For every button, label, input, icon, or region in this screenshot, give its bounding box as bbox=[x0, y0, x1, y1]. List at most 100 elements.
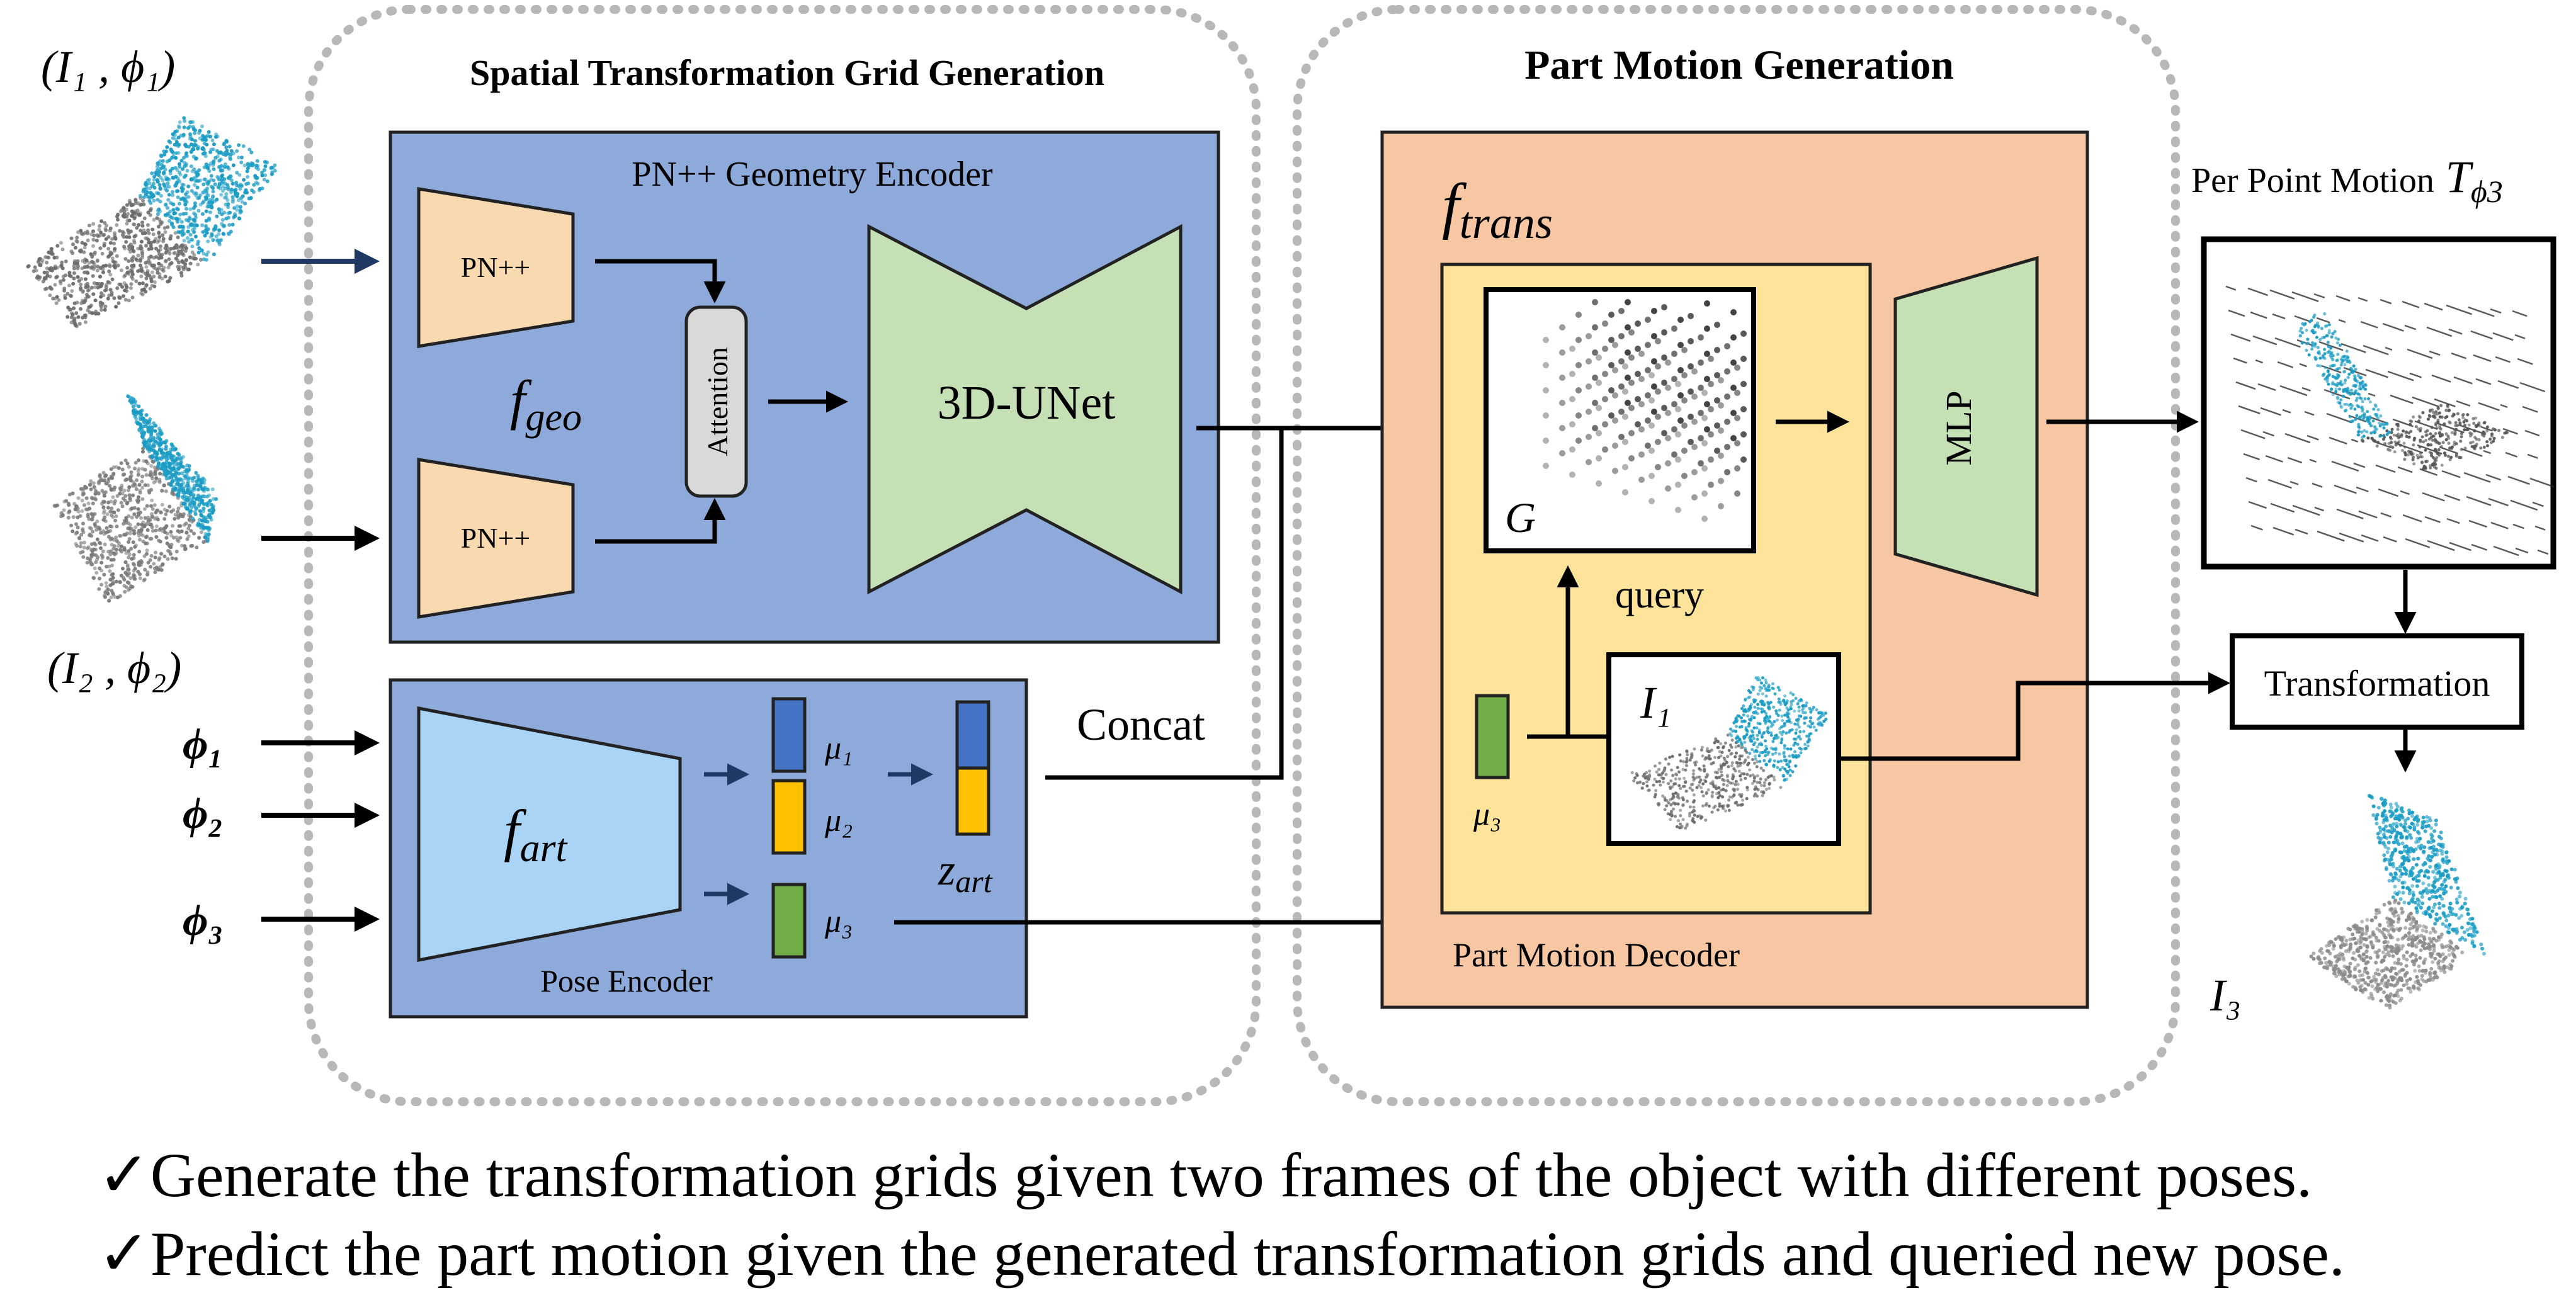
point bbox=[1743, 740, 1747, 744]
point bbox=[213, 227, 217, 231]
point bbox=[85, 293, 89, 297]
point bbox=[137, 458, 141, 463]
point bbox=[75, 300, 79, 305]
point bbox=[1776, 718, 1779, 722]
point bbox=[2319, 947, 2324, 951]
decoder-mu3-vector bbox=[1475, 694, 1510, 779]
point bbox=[1763, 749, 1767, 752]
point bbox=[125, 235, 129, 239]
point bbox=[186, 477, 191, 482]
point bbox=[1660, 776, 1664, 779]
point bbox=[89, 487, 93, 492]
point bbox=[1658, 761, 1662, 765]
point bbox=[1755, 787, 1759, 791]
grid-point bbox=[1677, 392, 1684, 399]
point bbox=[200, 518, 204, 523]
point bbox=[260, 173, 264, 178]
point bbox=[214, 497, 218, 501]
point bbox=[1760, 733, 1764, 737]
point bbox=[109, 475, 113, 478]
point bbox=[164, 489, 168, 494]
point bbox=[2465, 419, 2469, 422]
point bbox=[122, 274, 127, 279]
point bbox=[2409, 922, 2413, 927]
point bbox=[140, 434, 144, 439]
point bbox=[270, 172, 274, 176]
point bbox=[194, 143, 198, 147]
point bbox=[2444, 432, 2448, 436]
point bbox=[192, 475, 196, 480]
point bbox=[192, 191, 196, 195]
point bbox=[131, 484, 135, 488]
point bbox=[172, 246, 176, 251]
point bbox=[2351, 371, 2354, 374]
point bbox=[214, 234, 218, 239]
point bbox=[2435, 456, 2439, 460]
point bbox=[2312, 951, 2316, 956]
point bbox=[2322, 336, 2326, 339]
point bbox=[2432, 410, 2436, 414]
grid-point bbox=[1625, 349, 1631, 356]
point bbox=[200, 223, 205, 227]
point bbox=[2362, 937, 2366, 941]
point bbox=[153, 280, 157, 284]
point bbox=[107, 269, 111, 273]
point bbox=[103, 591, 108, 594]
point bbox=[166, 198, 171, 202]
point bbox=[142, 202, 146, 206]
point bbox=[2354, 941, 2358, 946]
point bbox=[2463, 424, 2466, 427]
grid-point bbox=[1708, 482, 1714, 488]
point bbox=[186, 229, 190, 234]
point bbox=[146, 223, 150, 227]
grid-point bbox=[1608, 337, 1614, 343]
grid-point bbox=[1635, 320, 1641, 327]
point bbox=[2497, 429, 2501, 433]
point bbox=[200, 523, 205, 527]
point bbox=[2373, 987, 2377, 992]
point bbox=[178, 536, 183, 540]
point bbox=[42, 270, 47, 274]
point bbox=[127, 235, 132, 239]
point bbox=[99, 546, 103, 550]
point bbox=[1768, 715, 1772, 718]
point bbox=[157, 480, 162, 484]
point bbox=[143, 507, 147, 511]
point bbox=[125, 285, 129, 290]
grid-point bbox=[1724, 343, 1730, 349]
point bbox=[105, 482, 109, 486]
point bbox=[174, 471, 179, 475]
point bbox=[195, 185, 200, 189]
point bbox=[1737, 715, 1741, 718]
point bbox=[182, 156, 186, 160]
point bbox=[167, 257, 171, 261]
point bbox=[152, 174, 157, 179]
point bbox=[87, 517, 91, 521]
point bbox=[80, 499, 84, 502]
point bbox=[2385, 422, 2388, 425]
point bbox=[1778, 727, 1782, 730]
point bbox=[224, 202, 228, 206]
point bbox=[2405, 958, 2409, 962]
point bbox=[2332, 944, 2336, 948]
point bbox=[2393, 450, 2397, 454]
point bbox=[154, 528, 158, 533]
point bbox=[1756, 733, 1759, 737]
point bbox=[164, 444, 168, 449]
point bbox=[132, 249, 136, 254]
point bbox=[115, 286, 120, 290]
point bbox=[2423, 957, 2427, 961]
i1-label: I₁ bbox=[1640, 677, 1671, 728]
point bbox=[152, 503, 157, 507]
point bbox=[1727, 765, 1730, 769]
point bbox=[249, 196, 253, 200]
point bbox=[189, 177, 193, 181]
point bbox=[186, 484, 190, 488]
point bbox=[203, 535, 208, 540]
point bbox=[2405, 978, 2409, 983]
point bbox=[124, 585, 128, 589]
point bbox=[2325, 376, 2329, 380]
point bbox=[123, 458, 128, 463]
point bbox=[110, 293, 114, 297]
point bbox=[2382, 426, 2386, 430]
